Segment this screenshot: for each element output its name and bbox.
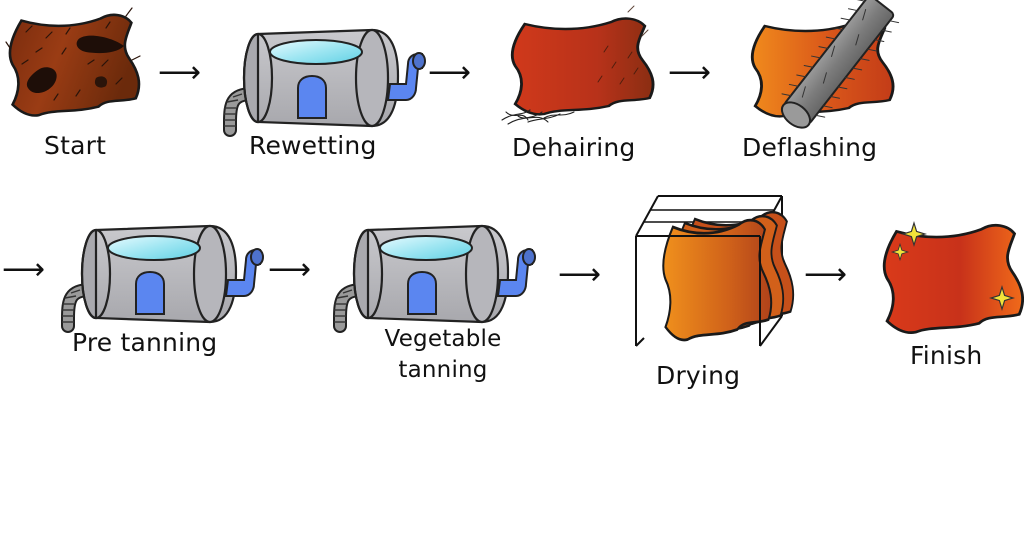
step-label-vegetable-tanning: Vegetable tanning [368,324,518,386]
step-label-start: Start [44,131,107,160]
finished-leather-icon [882,222,1024,335]
raw-hide-icon [5,7,141,117]
drum-icon [334,226,535,326]
flow-arrows: ⟶ ⟶ ⟶ ⟶ ⟶ ⟶ ⟶ [2,55,847,292]
step-label-pre-tanning: Pre tanning [72,328,218,357]
step-label-drying: Drying [656,361,741,390]
drum-icon [224,30,425,130]
flow-arrow: ⟶ [804,257,847,292]
deflashing-roller-icon [750,0,900,129]
drum-icon [62,226,263,326]
step-label-deflashing: Deflashing [742,133,878,162]
step-label-finish: Finish [910,341,983,370]
flow-arrow: ⟶ [158,55,201,90]
dehaired-hide-icon [501,5,655,125]
step-label-rewetting: Rewetting [249,131,377,160]
step-label-line: tanning [398,357,488,383]
flow-arrow: ⟶ [558,257,601,292]
flow-arrow: ⟶ [2,252,45,287]
drying-rack-icon [635,195,795,347]
flow-arrow: ⟶ [668,55,711,90]
flow-arrow: ⟶ [428,55,471,90]
step-label-dehairing: Dehairing [512,133,636,162]
step-label-line: Vegetable [384,326,502,352]
flow-arrow: ⟶ [268,252,311,287]
